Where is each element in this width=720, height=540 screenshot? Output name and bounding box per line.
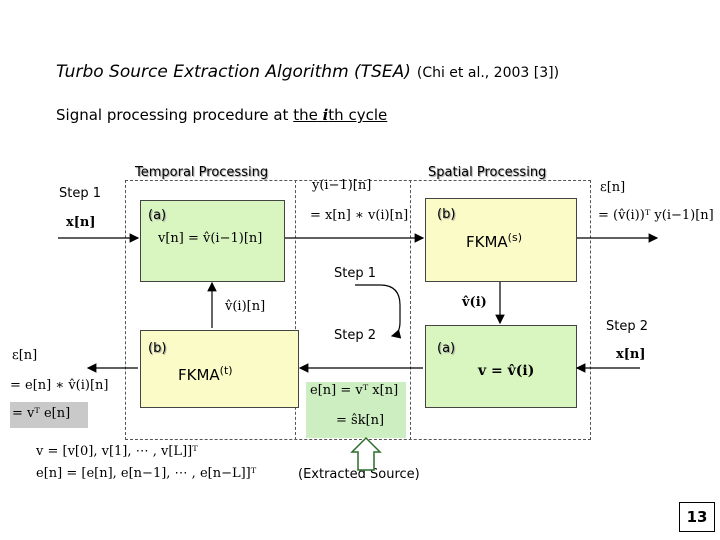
eps-def-eq: = (v̂(i))ᵀ y(i−1)[n] [598,208,714,223]
subtitle-cycle: the ith cycle [293,106,387,124]
fkma-t-sup: (t) [219,364,233,377]
eps-left-vec-eq: = vᵀ e[n] [12,406,71,421]
spatial-processing-label: Spatial Processing [428,165,547,180]
eps-vector-highlight [10,402,88,428]
v-spatial-eq: v = v̂(i) [478,363,535,379]
spatial-dashed-divider [410,180,411,440]
subtitle-prefix: Signal processing procedure at [56,106,289,124]
subtitle-i: i [322,106,329,124]
v-vector-eq: v = [v[0], v[1], ⋯ , v[L]]ᵀ [36,444,198,459]
x-right-eq: x[n] [616,347,646,362]
box-b-bottom-label: (b) [148,341,167,356]
eps-left-def-eq: = e[n] ∗ v̂(i)[n] [10,378,109,393]
extracted-source-highlight [306,382,406,438]
v-temporal-eq: v[n] = v̂(i−1)[n] [158,231,263,246]
v-hat-n-eq: v̂(i)[n] [225,299,266,314]
e-def-eq: e[n] = vᵀ x[n] [310,383,399,398]
extracted-source-arrow-icon [350,436,382,471]
page-number: 13 [679,502,715,532]
fkma-t-text: FKMA [178,366,220,384]
extracted-source-label: (Extracted Source) [298,467,420,482]
spatial-box-a [425,325,577,408]
eps-top-eq: ε[n] [600,180,626,195]
box-a-top-label: (a) [148,208,167,223]
fkma-s-text: FKMA [466,233,508,251]
y-def-eq: = x[n] ∗ v(i)[n] [310,208,409,223]
step1-left-label: Step 1 [59,186,102,201]
step2-mid-label: Step 2 [334,328,377,343]
temporal-box-b [140,330,299,408]
temporal-processing-label: Temporal Processing [135,165,269,180]
spatial-box-b [425,198,577,282]
y-top-eq: y(i−1)[n] [312,178,372,193]
slide-subtitle: Signal processing procedure at the ith c… [56,106,387,124]
title-citation: (Chi et al., 2003 [3]) [416,65,560,81]
subtitle-suffix: th cycle [328,106,388,124]
temporal-box-a [140,200,285,282]
fkma-s-sup: (s) [507,231,522,244]
slide-title: Turbo Source Extraction Algorithm (TSEA)… [56,62,559,82]
x-input-eq: x[n] [66,215,96,230]
e-vector-eq: e[n] = [e[n], e[n−1], ⋯ , e[n−L]]ᵀ [36,466,257,481]
box-a-bottom-label: (a) [437,341,456,356]
outer-dashed-frame [125,180,591,440]
fkma-t-label: FKMA(t) [178,364,233,384]
box-b-top-label: (b) [437,207,456,222]
step1-mid-label: Step 1 [334,266,377,281]
step2-right-label: Step 2 [606,319,649,334]
fkma-s-label: FKMA(s) [466,231,522,251]
eps-left-eq: ε[n] [12,348,38,363]
arrow-step-switch [379,284,402,339]
v-hat-vec-eq: v̂(i) [462,295,487,310]
temporal-dashed-divider [295,180,296,440]
s-hat-eq: = ŝk[n] [336,413,385,428]
subtitle-the: the [293,106,318,124]
title-main: Turbo Source Extraction Algorithm (TSEA) [56,62,411,82]
